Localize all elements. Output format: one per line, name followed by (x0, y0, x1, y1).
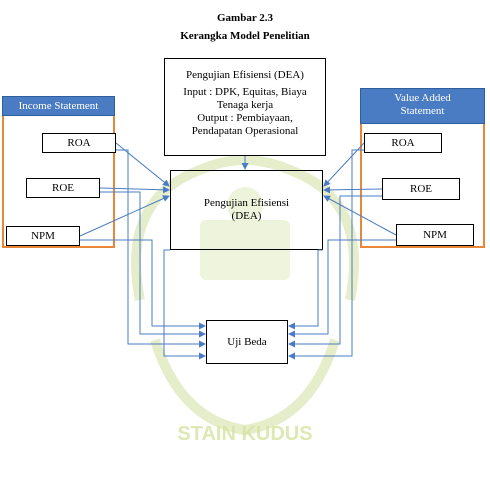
left-roa-box: ROA (42, 133, 116, 153)
arrow-right-roe-dea (323, 186, 383, 194)
income-statement-header: Income Statement (2, 96, 115, 116)
dea-info-output: Output : Pembiayaan, (197, 112, 293, 124)
left-roe-box: ROE (26, 178, 100, 198)
arrow-left-roe-dea (99, 186, 170, 194)
arrow-right-roa-dea (323, 142, 365, 187)
right-roa-box: ROA (364, 133, 442, 153)
right-roe-box: ROE (382, 178, 460, 200)
arrow-dea-uji-left (163, 249, 206, 360)
figure-number: Gambar 2.3 (216, 12, 274, 24)
arrow-left-roa-uji (116, 149, 206, 348)
arrow-dea-uji-right (288, 249, 323, 330)
dea-info-input-cont: Tenaga kerja (216, 99, 274, 111)
arrow-right-npm-uji (288, 239, 396, 338)
dea-test-subtitle: (DEA) (231, 210, 262, 222)
dea-test-title: Pengujian Efisiensi (203, 197, 290, 209)
right-npm-box: NPM (396, 224, 474, 246)
watermark-text: STAIN KUDUS (177, 423, 312, 445)
arrow-right-roa-uji (288, 149, 364, 360)
dea-info-title: Pengujian Efisiensi (DEA) (186, 69, 304, 81)
figure-caption: Kerangka Model Penelitian (180, 30, 310, 42)
value-added-header-line1: Value Added (394, 92, 451, 104)
arrow-left-npm-dea (79, 195, 170, 237)
dea-test-box: Pengujian Efisiensi (DEA) (170, 170, 323, 250)
dea-info-box: Pengujian Efisiensi (DEA) Input : DPK, E… (164, 58, 326, 156)
arrow-left-roe-uji (100, 191, 206, 338)
arrow-left-npm-uji (80, 239, 206, 330)
uji-beda-box: Uji Beda (206, 320, 288, 364)
arrow-right-npm-dea (323, 195, 397, 236)
arrow-left-roa-dea (115, 142, 170, 187)
dea-info-output-cont: Pendapatan Operasional (191, 125, 299, 137)
dea-info-input: Input : DPK, Equitas, Biaya (183, 86, 307, 98)
value-added-statement-header: Value Added Statement (360, 88, 485, 124)
left-npm-box: NPM (6, 226, 80, 246)
arrow-right-roe-uji (288, 195, 382, 348)
value-added-header-line2: Statement (400, 105, 445, 117)
